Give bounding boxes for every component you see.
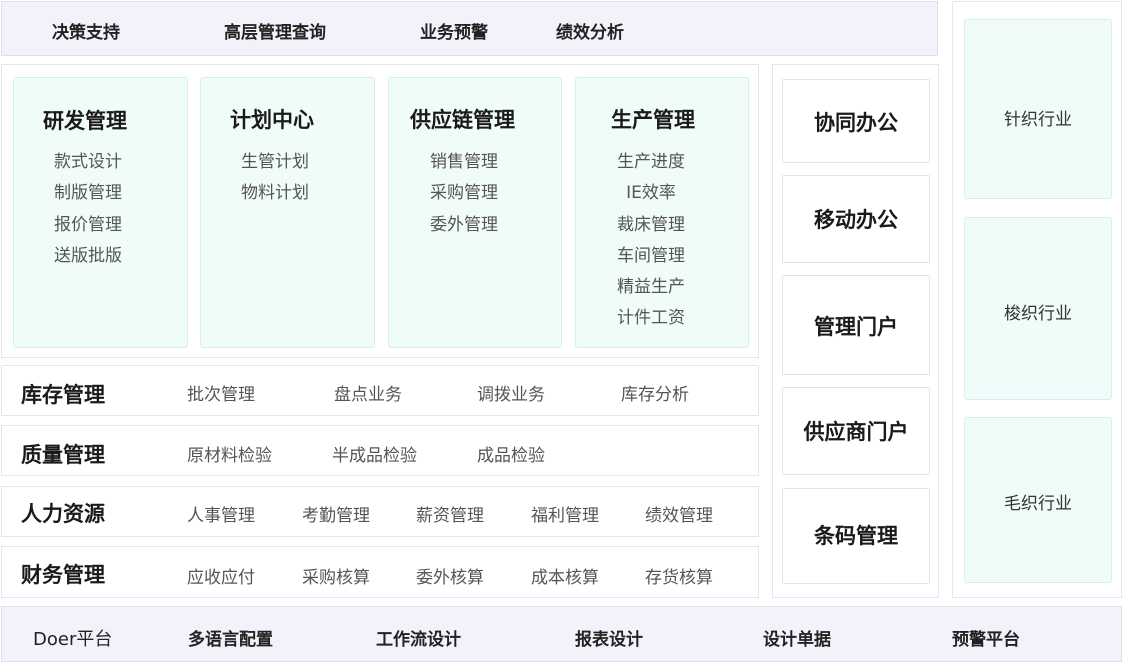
module-item[interactable]: 计件工资 bbox=[617, 308, 685, 329]
top-item-decision-support[interactable]: 决策支持 bbox=[52, 23, 120, 43]
row-item[interactable]: 原材料检验 bbox=[187, 446, 272, 466]
top-bar: 决策支持 高层管理查询 业务预警 绩效分析 bbox=[1, 1, 938, 56]
industry-knitting[interactable]: 针织行业 bbox=[964, 19, 1112, 199]
module-planning[interactable]: 计划中心 生管计划 物料计划 bbox=[200, 77, 375, 348]
row-item[interactable]: 人事管理 bbox=[187, 506, 255, 526]
platform-item-report-design[interactable]: 报表设计 bbox=[575, 630, 643, 650]
module-item-list: 生管计划 物料计划 bbox=[241, 147, 309, 210]
module-item-list: 款式设计 制版管理 报价管理 送版批版 bbox=[54, 147, 122, 272]
platform-bar: Doer平台 多语言配置 工作流设计 报表设计 设计单据 预警平台 bbox=[1, 606, 1122, 662]
row-item[interactable]: 成品检验 bbox=[477, 446, 545, 466]
platform-label: Doer平台 bbox=[33, 629, 113, 650]
module-item[interactable]: 送版批版 bbox=[54, 245, 122, 266]
module-item[interactable]: 生产进度 bbox=[617, 152, 685, 172]
row-item[interactable]: 存货核算 bbox=[645, 568, 713, 588]
modules-panel: 研发管理 款式设计 制版管理 报价管理 送版批版 计划中心 生管计划 物料计划 … bbox=[1, 64, 759, 358]
card-barcode[interactable]: 条码管理 bbox=[782, 488, 930, 584]
row-title: 质量管理 bbox=[21, 443, 105, 467]
row-item[interactable]: 福利管理 bbox=[531, 506, 599, 526]
row-item[interactable]: 成本核算 bbox=[531, 568, 599, 588]
module-title: 研发管理 bbox=[43, 109, 127, 133]
row-item[interactable]: 绩效管理 bbox=[645, 506, 713, 526]
module-item[interactable]: 委外管理 bbox=[430, 214, 498, 235]
top-item-performance-analysis[interactable]: 绩效分析 bbox=[556, 23, 624, 43]
row-hr: 人力资源 人事管理 考勤管理 薪资管理 福利管理 绩效管理 bbox=[1, 486, 759, 537]
module-supply-chain[interactable]: 供应链管理 销售管理 采购管理 委外管理 bbox=[388, 77, 562, 348]
top-item-business-alert[interactable]: 业务预警 bbox=[420, 23, 488, 43]
platform-item-alert-platform[interactable]: 预警平台 bbox=[952, 630, 1020, 650]
industry-woven[interactable]: 梭织行业 bbox=[964, 217, 1112, 400]
industry-label: 毛织行业 bbox=[1004, 494, 1072, 514]
module-item[interactable]: IE效率 bbox=[626, 183, 676, 204]
module-item[interactable]: 报价管理 bbox=[54, 214, 122, 235]
row-item[interactable]: 考勤管理 bbox=[302, 506, 370, 526]
row-item[interactable]: 盘点业务 bbox=[334, 385, 402, 405]
row-finance: 财务管理 应收应付 采购核算 委外核算 成本核算 存货核算 bbox=[1, 546, 759, 598]
module-item[interactable]: 物料计划 bbox=[241, 183, 309, 204]
row-item[interactable]: 半成品检验 bbox=[332, 446, 417, 466]
card-label: 移动办公 bbox=[814, 208, 898, 232]
row-quality: 质量管理 原材料检验 半成品检验 成品检验 bbox=[1, 425, 759, 476]
module-item-list: 销售管理 采购管理 委外管理 bbox=[430, 147, 498, 241]
module-item-list: 生产进度 IE效率 裁床管理 车间管理 精益生产 计件工资 bbox=[617, 147, 685, 335]
card-label: 供应商门户 bbox=[803, 420, 909, 444]
industry-wool[interactable]: 毛织行业 bbox=[964, 417, 1112, 583]
row-item[interactable]: 调拨业务 bbox=[477, 385, 545, 405]
card-label: 管理门户 bbox=[814, 315, 898, 339]
office-portal-panel: 协同办公 移动办公 管理门户 供应商门户 条码管理 bbox=[772, 64, 939, 598]
top-item-executive-query[interactable]: 高层管理查询 bbox=[224, 23, 326, 43]
platform-item-workflow[interactable]: 工作流设计 bbox=[376, 630, 461, 650]
row-item[interactable]: 应收应付 bbox=[187, 568, 255, 588]
module-item[interactable]: 裁床管理 bbox=[617, 214, 685, 235]
row-item[interactable]: 库存分析 bbox=[621, 385, 689, 405]
card-mobile-office[interactable]: 移动办公 bbox=[782, 175, 930, 263]
module-item[interactable]: 销售管理 bbox=[430, 152, 498, 172]
row-title: 人力资源 bbox=[21, 502, 105, 526]
module-item[interactable]: 款式设计 bbox=[54, 152, 122, 172]
module-title: 计划中心 bbox=[230, 108, 314, 132]
module-item[interactable]: 车间管理 bbox=[617, 245, 685, 266]
row-item[interactable]: 薪资管理 bbox=[416, 506, 484, 526]
row-item[interactable]: 委外核算 bbox=[416, 568, 484, 588]
industry-label: 梭织行业 bbox=[1004, 304, 1072, 324]
platform-item-document-design[interactable]: 设计单据 bbox=[763, 630, 831, 650]
module-item[interactable]: 采购管理 bbox=[430, 183, 498, 204]
card-collaboration[interactable]: 协同办公 bbox=[782, 79, 930, 163]
module-rnd[interactable]: 研发管理 款式设计 制版管理 报价管理 送版批版 bbox=[13, 77, 188, 348]
card-management-portal[interactable]: 管理门户 bbox=[782, 275, 930, 375]
module-item[interactable]: 制版管理 bbox=[54, 183, 122, 204]
card-supplier-portal[interactable]: 供应商门户 bbox=[782, 387, 930, 475]
industry-panel: 针织行业 梭织行业 毛织行业 bbox=[952, 1, 1122, 598]
module-item[interactable]: 精益生产 bbox=[617, 277, 685, 298]
row-item[interactable]: 采购核算 bbox=[302, 568, 370, 588]
row-inventory: 库存管理 批次管理 盘点业务 调拨业务 库存分析 bbox=[1, 365, 759, 416]
row-item[interactable]: 批次管理 bbox=[187, 385, 255, 405]
module-production[interactable]: 生产管理 生产进度 IE效率 裁床管理 车间管理 精益生产 计件工资 bbox=[575, 77, 749, 348]
module-title: 生产管理 bbox=[611, 108, 695, 132]
card-label: 条码管理 bbox=[814, 524, 898, 548]
card-label: 协同办公 bbox=[814, 111, 898, 135]
industry-label: 针织行业 bbox=[1004, 110, 1072, 130]
row-title: 库存管理 bbox=[21, 383, 105, 407]
platform-item-multilanguage[interactable]: 多语言配置 bbox=[188, 630, 273, 650]
module-item[interactable]: 生管计划 bbox=[241, 152, 309, 172]
module-title: 供应链管理 bbox=[410, 108, 515, 132]
row-title: 财务管理 bbox=[21, 563, 105, 587]
